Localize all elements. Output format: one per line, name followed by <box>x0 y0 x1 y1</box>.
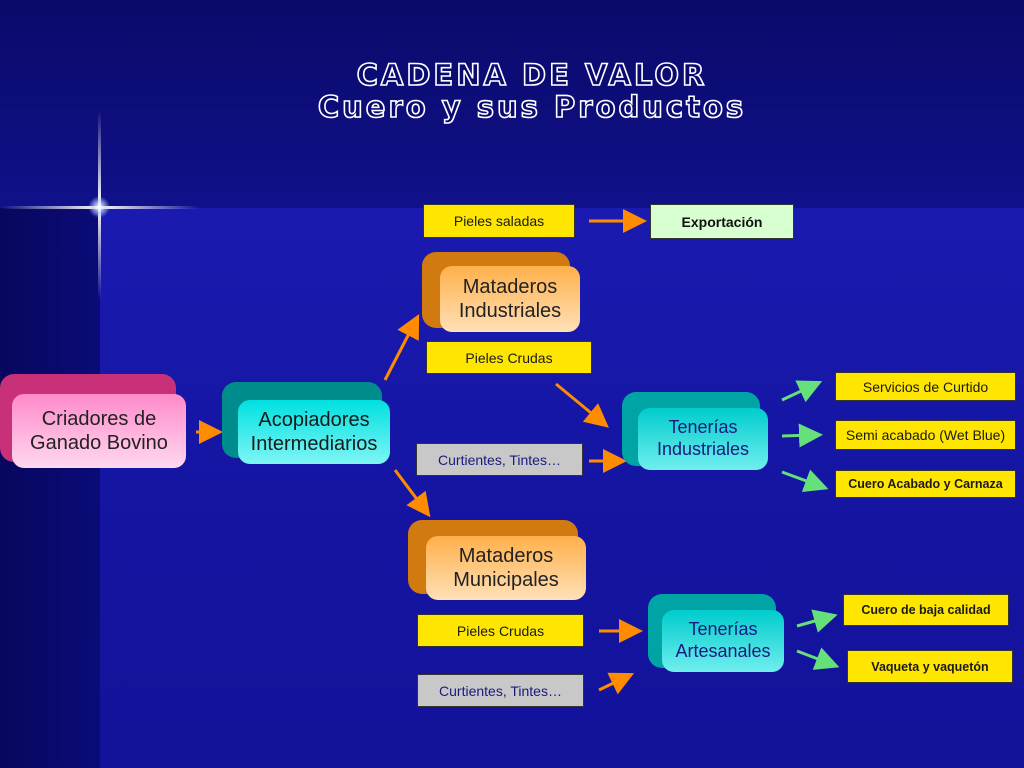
arrow-to-baja-calidad <box>796 609 838 633</box>
title-line-2: Cuero y sus Productos <box>317 89 747 125</box>
mataderos-ind-line2: Industriales <box>458 300 562 322</box>
tenerias-industriales-node: Tenerías Industriales <box>622 392 768 472</box>
acopiadores-node: Acopiadores Intermediarios <box>222 382 392 464</box>
background-left <box>0 208 100 768</box>
curtientes-label-1: Curtientes, Tintes… <box>416 443 583 476</box>
cuero-baja-calidad-label: Cuero de baja calidad <box>843 594 1009 626</box>
pieles-crudas-label-1: Pieles Crudas <box>426 341 592 374</box>
arrow-to-cuero-acabado <box>781 469 829 493</box>
arrow-acopiadores-mataderos-ind <box>383 314 420 381</box>
servicios-curtido-label: Servicios de Curtido <box>835 372 1016 401</box>
background-top <box>0 0 1024 208</box>
mataderos-municipales-node: Mataderos Municipales <box>408 520 588 602</box>
arrow-curtientes-tenerias-art <box>598 672 635 695</box>
pieles-crudas-label-2: Pieles Crudas <box>417 614 584 647</box>
arrow-pieles-crudas-tenerias-ind <box>555 382 609 428</box>
mataderos-ind-line1: Mataderos <box>462 276 558 298</box>
mataderos-industriales-node: Mataderos Industriales <box>422 252 580 334</box>
arrow-to-vaqueta <box>796 647 840 670</box>
mataderos-mun-line1: Mataderos <box>458 545 554 567</box>
tenerias-art-line2: Artesanales <box>675 641 771 661</box>
curtientes-label-2: Curtientes, Tintes… <box>417 674 584 707</box>
arrow-acopiadores-mataderos-mun <box>393 469 431 518</box>
tenerias-art-line1: Tenerías <box>688 619 758 640</box>
vaqueta-label: Vaqueta y vaquetón <box>847 650 1013 683</box>
sparkle-icon <box>88 196 110 218</box>
arrow-to-servicios <box>781 380 823 403</box>
arrow-to-semi <box>781 423 823 448</box>
pieles-saladas-label: Pieles saladas <box>423 204 575 238</box>
cuero-acabado-label: Cuero Acabado y Carnaza <box>835 470 1016 498</box>
tenerias-artesanales-node: Tenerías Artesanales <box>648 594 784 674</box>
title-line-1: CADENA DE VALOR <box>356 57 708 93</box>
tenerias-ind-line2: Industriales <box>656 439 750 459</box>
criadores-line1: Criadores de <box>41 408 157 430</box>
mataderos-mun-line2: Municipales <box>453 569 559 591</box>
acopiadores-line1: Acopiadores <box>258 409 370 431</box>
semi-acabado-label: Semi acabado (Wet Blue) <box>835 420 1016 450</box>
criadores-line2: Ganado Bovino <box>30 432 168 454</box>
tenerias-ind-line1: Tenerías <box>668 417 738 438</box>
exportacion-label: Exportación <box>650 204 794 239</box>
criadores-node: Criadores de Ganado Bovino <box>0 374 186 470</box>
acopiadores-line2: Intermediarios <box>250 433 378 455</box>
